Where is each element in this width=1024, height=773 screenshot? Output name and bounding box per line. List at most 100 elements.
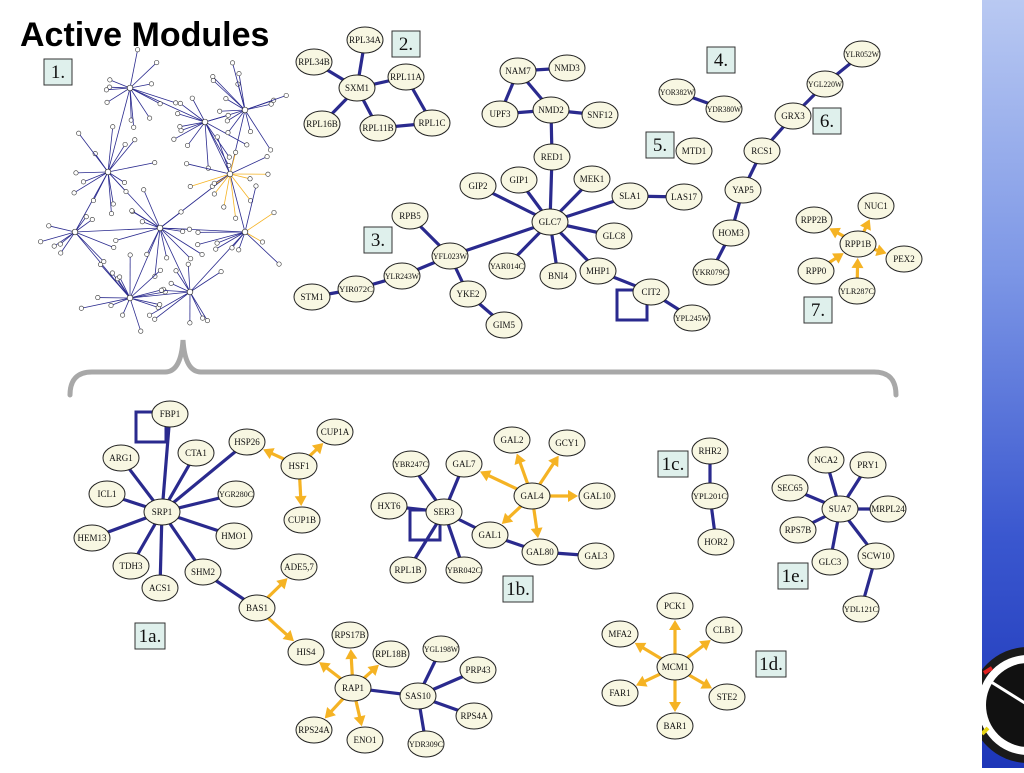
gene-node-ste2[interactable]: STE2 [709,684,745,710]
gene-node-clb1[interactable]: CLB1 [706,617,742,643]
gene-node-mtd1[interactable]: MTD1 [676,138,712,164]
gene-node-ser3[interactable]: SER3 [426,499,462,525]
gene-node-ykr079c[interactable]: YKR079C [693,259,729,285]
gene-node-las17[interactable]: LAS17 [666,184,702,210]
gene-node-ylr287c[interactable]: YLR287C [839,278,875,304]
gene-node-srp1[interactable]: SRP1 [144,499,180,525]
gene-node-icl1[interactable]: ICL1 [89,481,125,507]
gene-node-ygl220w[interactable]: YGL220W [807,71,843,97]
gene-node-pry1[interactable]: PRY1 [850,452,886,478]
gene-node-ade5-7[interactable]: ADE5,7 [281,554,317,580]
gene-node-sxm1[interactable]: SXM1 [339,75,375,101]
gene-node-pex2[interactable]: PEX2 [886,246,922,272]
gene-node-ypl201c[interactable]: YPL201C [692,483,728,509]
gene-node-ydr380w[interactable]: YDR380W [706,96,742,122]
gene-node-pck1[interactable]: PCK1 [657,593,693,619]
gene-node-ylr243w[interactable]: YLR243W [384,263,420,289]
gene-node-gal10[interactable]: GAL10 [579,483,615,509]
gene-node-nmd3[interactable]: NMD3 [549,55,585,81]
gene-node-arg1[interactable]: ARG1 [103,445,139,471]
gene-node-sla1[interactable]: SLA1 [612,183,648,209]
gene-node-ybr042c[interactable]: YBR042C [446,557,482,583]
gene-node-sua7[interactable]: SUA7 [822,496,858,522]
gene-node-gal4[interactable]: GAL4 [514,483,550,509]
gene-node-rpl11b[interactable]: RPL11B [360,115,396,141]
gene-node-sas10[interactable]: SAS10 [400,683,436,709]
gene-node-rpl16b[interactable]: RPL16B [304,111,340,137]
gene-node-bas1[interactable]: BAS1 [239,595,275,621]
gene-node-cta1[interactable]: CTA1 [178,440,214,466]
gene-node-rpl34b[interactable]: RPL34B [296,49,332,75]
gene-node-yar014c[interactable]: YAR014C [489,253,525,279]
gene-node-bar1[interactable]: BAR1 [657,713,693,739]
gene-node-hsf1[interactable]: HSF1 [281,453,317,479]
gene-node-gal80[interactable]: GAL80 [522,539,558,565]
gene-node-cit2[interactable]: CIT2 [633,279,669,305]
gene-node-snf12[interactable]: SNF12 [582,102,618,128]
gene-node-hom3[interactable]: HOM3 [713,220,749,246]
gene-node-mek1[interactable]: MEK1 [574,166,610,192]
gene-node-glc3[interactable]: GLC3 [812,549,848,575]
gene-node-hmo1[interactable]: HMO1 [216,523,252,549]
gene-node-ydr309c[interactable]: YDR309C [408,731,444,757]
gene-node-hem13[interactable]: HEM13 [74,525,110,551]
gene-node-grx3[interactable]: GRX3 [775,103,811,129]
gene-node-rps17b[interactable]: RPS17B [332,622,368,648]
gene-node-gcy1[interactable]: GCY1 [549,430,585,456]
gene-node-red1[interactable]: RED1 [534,144,570,170]
gene-node-his4[interactable]: HIS4 [288,639,324,665]
gene-node-rhr2[interactable]: RHR2 [692,438,728,464]
gene-node-rpl34a[interactable]: RPL34A [347,27,383,53]
gene-node-rpp1b[interactable]: RPP1B [840,231,876,257]
gene-node-eno1[interactable]: ENO1 [347,727,383,753]
gene-node-ybr247c[interactable]: YBR247C [393,451,429,477]
gene-node-mrpl24[interactable]: MRPL24 [870,496,906,522]
gene-node-gip2[interactable]: GIP2 [460,173,496,199]
gene-node-mhp1[interactable]: MHP1 [580,258,616,284]
gene-node-scw10[interactable]: SCW10 [858,543,894,569]
gene-node-rpp0[interactable]: RPP0 [798,258,834,284]
gene-node-rpp2b[interactable]: RPP2B [796,207,832,233]
gene-node-cup1b[interactable]: CUP1B [284,507,320,533]
gene-node-tdh3[interactable]: TDH3 [113,553,149,579]
gene-node-rpl18b[interactable]: RPL18B [373,641,409,667]
gene-node-ydl121c[interactable]: YDL121C [843,596,879,622]
gene-node-gim5[interactable]: GIM5 [486,312,522,338]
gene-node-nmd2[interactable]: NMD2 [533,97,569,123]
gene-node-nuc1[interactable]: NUC1 [858,193,894,219]
gene-node-mcm1[interactable]: MCM1 [657,654,693,680]
gene-node-ygr280c[interactable]: YGR280C [218,481,254,507]
gene-node-upf3[interactable]: UPF3 [482,101,518,127]
gene-node-gip1[interactable]: GIP1 [501,167,537,193]
gene-node-gal2[interactable]: GAL2 [494,427,530,453]
gene-node-shm2[interactable]: SHM2 [185,559,221,585]
gene-node-bni4[interactable]: BNI4 [540,263,576,289]
gene-node-rpl1b[interactable]: RPL1B [390,557,426,583]
gene-node-ypl245w[interactable]: YPL245W [674,305,710,331]
gene-node-rps7b[interactable]: RPS7B [780,517,816,543]
gene-node-gal3[interactable]: GAL3 [578,543,614,569]
gene-node-rps4a[interactable]: RPS4A [456,703,492,729]
gene-node-sec65[interactable]: SEC65 [772,475,808,501]
gene-node-ygl198w[interactable]: YGL198W [423,636,459,662]
gene-node-rpb5[interactable]: RPB5 [392,203,428,229]
gene-node-rap1[interactable]: RAP1 [335,675,371,701]
gene-node-prp43[interactable]: PRP43 [460,657,496,683]
gene-node-fbp1[interactable]: FBP1 [152,401,188,427]
gene-node-yor382w[interactable]: YOR382W [659,79,695,105]
gene-node-hxt6[interactable]: HXT6 [371,493,407,519]
gene-node-hsp26[interactable]: HSP26 [229,429,265,455]
gene-node-rps24a[interactable]: RPS24A [296,717,332,743]
gene-node-acs1[interactable]: ACS1 [142,575,178,601]
gene-node-nca2[interactable]: NCA2 [808,447,844,473]
gene-node-stm1[interactable]: STM1 [294,284,330,310]
gene-node-glc8[interactable]: GLC8 [596,223,632,249]
gene-node-glc7[interactable]: GLC7 [532,209,568,235]
gene-node-yir072c[interactable]: YIR072C [338,276,374,302]
gene-node-hor2[interactable]: HOR2 [698,529,734,555]
gene-node-ylr052w[interactable]: YLR052W [844,41,880,67]
gene-node-rcs1[interactable]: RCS1 [744,138,780,164]
gene-node-far1[interactable]: FAR1 [602,680,638,706]
gene-node-gal1[interactable]: GAL1 [472,522,508,548]
gene-node-rpl11a[interactable]: RPL11A [388,64,424,90]
